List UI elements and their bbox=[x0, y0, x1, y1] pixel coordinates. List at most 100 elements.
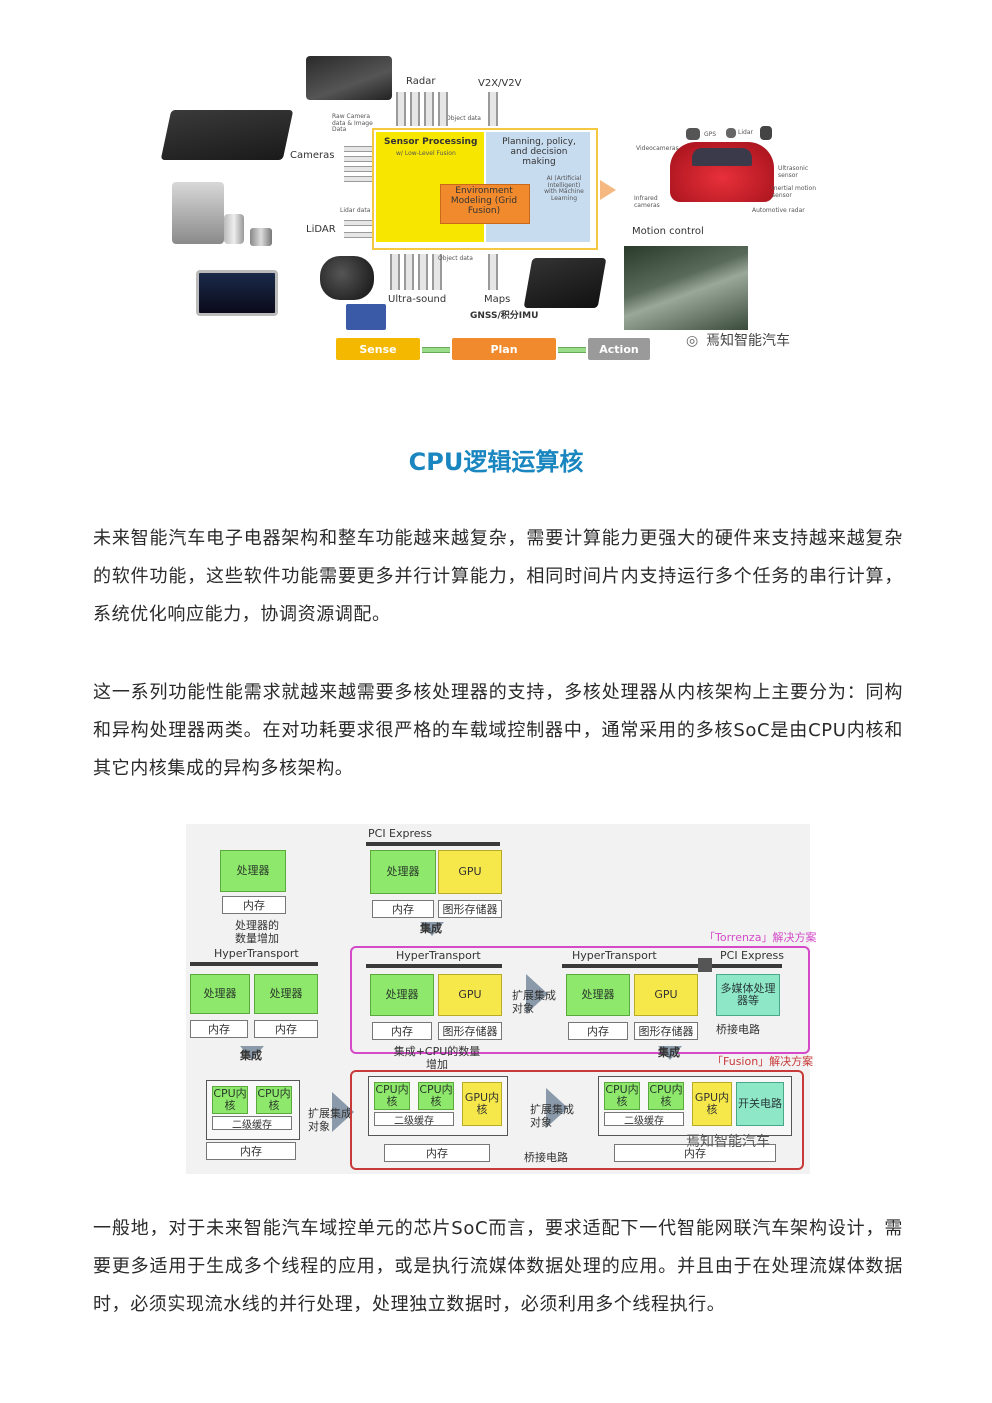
memory-box-torrenza-2: 内存 bbox=[568, 1022, 628, 1040]
expand-arrow-1 bbox=[332, 1092, 354, 1132]
integrate-label-top: 集成 bbox=[420, 922, 442, 935]
watermark-bottom: 焉知智能汽车 bbox=[686, 1134, 770, 1150]
radar-arrow-2 bbox=[410, 92, 420, 126]
bridge-circuit-label-fusion: 桥接电路 bbox=[524, 1151, 568, 1164]
sensor-processing-sub-label: w/ Low-Level Fusion bbox=[396, 150, 456, 157]
processor-box: 处理器 bbox=[220, 850, 286, 892]
lidar-puck-image bbox=[224, 214, 244, 244]
inertial-label: Inertial motion sensor bbox=[772, 185, 817, 199]
object-data-top-label: Object data bbox=[446, 115, 481, 122]
radar-arrow-3 bbox=[424, 92, 434, 126]
processor-box-dual-1: 处理器 bbox=[190, 974, 250, 1014]
expand-label-1: 扩展集成对象 bbox=[308, 1107, 352, 1133]
lidar-car-label: Lidar bbox=[738, 129, 753, 136]
car-window-image bbox=[692, 148, 752, 166]
integrate-label-right: 集成 bbox=[658, 1046, 680, 1059]
ultrasound-label: Ultra-sound bbox=[388, 294, 447, 305]
lidar-puck-small-image bbox=[250, 228, 272, 246]
v2x-arrow bbox=[488, 92, 498, 126]
environment-modeling-block bbox=[440, 184, 530, 224]
memory-box-torrenza-1: 内存 bbox=[372, 1022, 432, 1040]
processor-box-top: 处理器 bbox=[370, 850, 436, 894]
expand-arrow-2 bbox=[526, 974, 548, 1014]
camera-module-image bbox=[160, 110, 294, 160]
paragraph-3: 一般地，对于未来智能汽车域控单元的芯片SoC而言，要求适配下一代智能网联汽车架构… bbox=[93, 1218, 903, 1315]
motion-control-label: Motion control bbox=[632, 226, 704, 237]
fusion-1-gpu-core: GPU内核 bbox=[462, 1082, 502, 1126]
radar-label: Radar bbox=[406, 76, 436, 87]
radar-arrow-4 bbox=[438, 92, 448, 126]
torrenza-frame bbox=[350, 946, 810, 1054]
gpu-box-torrenza-1: GPU bbox=[438, 974, 502, 1016]
camera-arrow-2 bbox=[344, 156, 374, 162]
multimedia-processor-box: 多媒体处理器等 bbox=[716, 974, 780, 1016]
expand-arrow-3 bbox=[546, 1088, 568, 1128]
integrate-arrow-top bbox=[420, 922, 444, 936]
fusion-2-switch-circuit: 开关电路 bbox=[736, 1082, 784, 1126]
lidar-arrow-1 bbox=[344, 220, 374, 226]
hypertransport-bus-torrenza-1 bbox=[366, 964, 502, 968]
bridge-circuit-label-torrenza: 桥接电路 bbox=[716, 1023, 760, 1036]
ultrasound-board-image bbox=[346, 304, 386, 330]
bottom-arrow-3 bbox=[418, 254, 428, 290]
processor-box-torrenza-1: 处理器 bbox=[370, 974, 434, 1016]
monitor-icon bbox=[686, 128, 700, 140]
gnss-imu-device-image bbox=[523, 258, 607, 308]
ultrasonic-label: Ultrasonic sensor bbox=[778, 165, 809, 179]
hypertransport-bus-left bbox=[190, 962, 318, 966]
stage-sense: Sense bbox=[336, 338, 420, 360]
graphics-memory-box-torrenza-2: 图形存储器 bbox=[634, 1022, 698, 1040]
memory-box-dual-1: 内存 bbox=[190, 1020, 248, 1038]
torrenza-label: 「Torrenza」解决方案 bbox=[704, 931, 817, 944]
paragraph-2: 这一系列功能性能需求就越来越需要多核处理器的支持，多核处理器从内核架构上主要分为… bbox=[93, 682, 903, 779]
fusion-1-cpu-core-1: CPU内核 bbox=[374, 1082, 410, 1110]
cpu-core-1: CPU内核 bbox=[212, 1086, 248, 1114]
processor-count-label: 处理器的数量增加 bbox=[235, 919, 279, 945]
integrate-arrow-right bbox=[658, 1046, 682, 1060]
lidar-label: LiDAR bbox=[306, 224, 336, 235]
processor-box-torrenza-2: 处理器 bbox=[566, 974, 630, 1016]
plan-action-arrow bbox=[558, 347, 586, 353]
lidar-car-icon bbox=[726, 128, 736, 138]
hypertransport-bus-torrenza-2 bbox=[562, 964, 702, 968]
fusion-2-memory: 内存 bbox=[614, 1144, 776, 1162]
planning-label: Planning, policy, and decision making bbox=[502, 137, 576, 167]
fusion-frame bbox=[350, 1070, 804, 1170]
expand-label-2: 扩展集成对象 bbox=[512, 989, 556, 1015]
ultrasound-sensor-image bbox=[320, 256, 374, 300]
output-arrow bbox=[600, 180, 616, 200]
sensor-processing-label: Sensor Processing bbox=[384, 137, 478, 147]
bridge-block bbox=[698, 958, 712, 972]
gps-label: GPS bbox=[704, 131, 717, 138]
multicore-evolution-diagram: 处理器 内存 处理器的数量增加 HyperTransport 处理器 处理器 内… bbox=[186, 824, 816, 1174]
hypertransport-label-left: HyperTransport bbox=[214, 947, 299, 960]
integrate-cpu-label: 集成+CPU的数量增加 bbox=[393, 1045, 481, 1071]
fusion-2-gpu-core: GPU内核 bbox=[692, 1082, 732, 1126]
cameras-label: Cameras bbox=[290, 150, 335, 161]
cpu-core-2: CPU内核 bbox=[256, 1086, 292, 1114]
memory-box-top: 内存 bbox=[372, 900, 434, 918]
environment-modeling-label: Environment Modeling (Grid Fusion) bbox=[450, 186, 518, 216]
lidar-data-label: Lidar data bbox=[340, 207, 371, 214]
bottom-arrow-2 bbox=[404, 254, 414, 290]
pci-express-label-right: PCI Express bbox=[720, 949, 785, 962]
fusion-label: 「Fusion」解决方案 bbox=[712, 1055, 814, 1068]
maps-label: Maps bbox=[484, 294, 511, 305]
bottom-arrow-1 bbox=[390, 254, 400, 290]
gpu-box-torrenza-2: GPU bbox=[634, 974, 698, 1016]
stage-plan: Plan bbox=[452, 338, 556, 360]
fusion-2-cpu-core-1: CPU内核 bbox=[604, 1082, 640, 1110]
integrate-label-left: 集成 bbox=[240, 1049, 262, 1062]
paragraph-1: 未来智能汽车电子电器架构和整车功能越来越复杂，需要计算能力更强大的硬件来支持越来… bbox=[93, 528, 903, 625]
maps-arrow bbox=[488, 254, 498, 290]
bottom-arrow-4 bbox=[432, 254, 442, 290]
expand-label-3: 扩展集成对象 bbox=[530, 1103, 574, 1129]
lidar-device-image bbox=[172, 182, 224, 244]
memory-box-dual-2: 内存 bbox=[254, 1020, 318, 1038]
hypertransport-label-torrenza-2: HyperTransport bbox=[572, 949, 657, 962]
radar-device-image bbox=[306, 56, 392, 100]
sense-plan-arrow bbox=[422, 347, 450, 353]
graphics-memory-box-torrenza-1: 图形存储器 bbox=[438, 1022, 502, 1040]
pci-express-bus-right bbox=[710, 964, 782, 968]
hypertransport-label-torrenza-1: HyperTransport bbox=[396, 949, 481, 962]
